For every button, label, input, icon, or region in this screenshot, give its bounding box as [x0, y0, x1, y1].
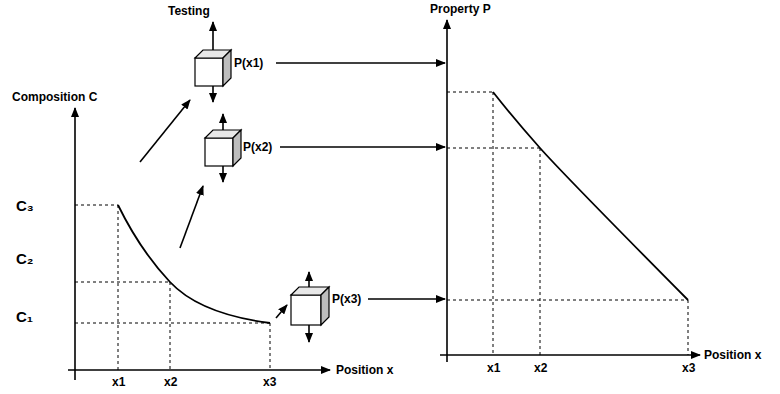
axis-title: Property P [430, 2, 491, 16]
axis-title: Testing [168, 4, 210, 18]
position-tick: x1 [112, 375, 125, 389]
axis [440, 354, 700, 356]
test-cube [205, 130, 241, 166]
property-label: P(x3) [332, 292, 361, 306]
property-label: P(x1) [234, 56, 263, 70]
curve [493, 92, 688, 300]
test-cube [195, 50, 231, 86]
position-tick: x2 [164, 375, 177, 389]
axis [68, 369, 330, 371]
property-label: P(x2) [243, 140, 272, 154]
axis-title: Composition C [12, 90, 97, 104]
composition-level: C₂ [16, 250, 34, 267]
axis-title: Position x [704, 348, 761, 362]
axis [446, 20, 448, 362]
composition-level: C₃ [16, 197, 34, 214]
axis-title: Position x [336, 363, 393, 377]
position-tick: x1 [487, 361, 500, 375]
test-cube [291, 287, 329, 325]
position-tick: x2 [534, 361, 547, 375]
composition-level: C₁ [16, 308, 33, 325]
curve [118, 205, 270, 323]
position-tick: x3 [263, 375, 276, 389]
axis [74, 108, 76, 380]
position-tick: x3 [682, 361, 695, 375]
